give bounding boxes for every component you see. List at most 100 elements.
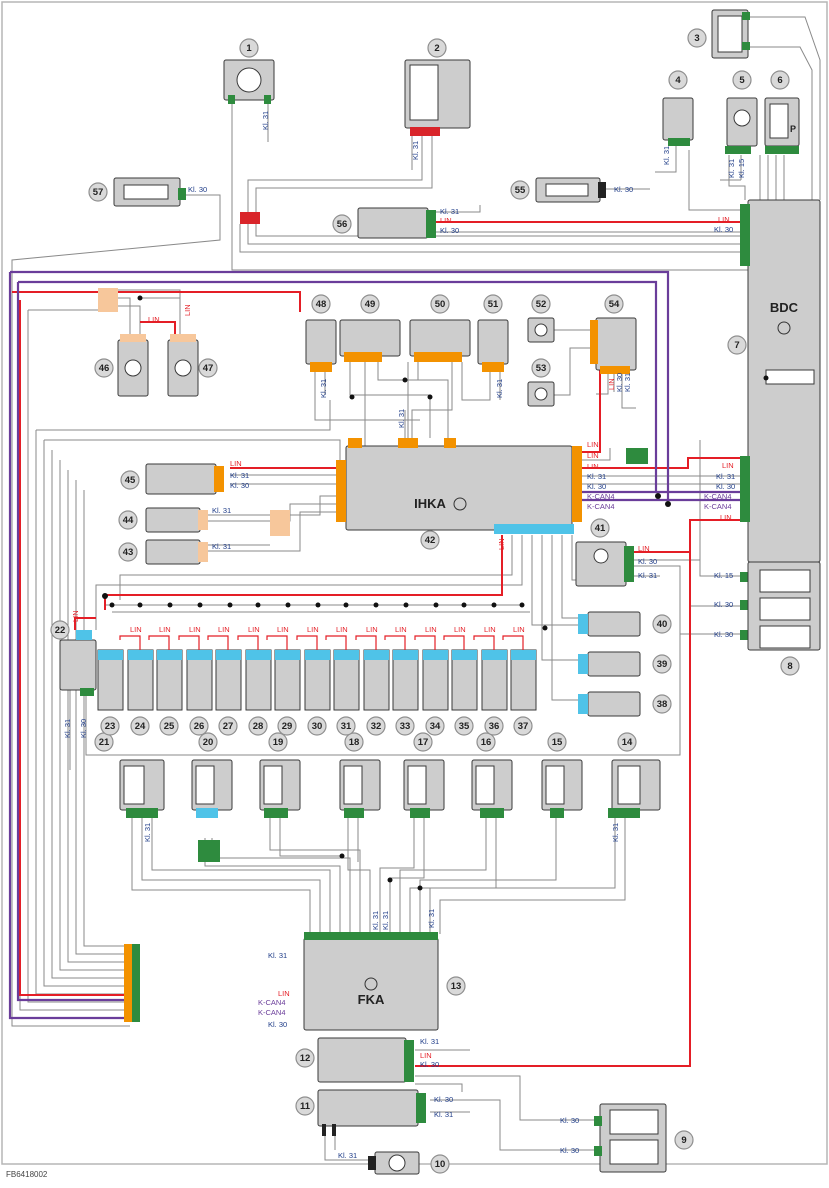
callout-number: 23 [105, 721, 116, 732]
label-kl31: Kl. 31 [143, 823, 152, 842]
label-lin: LIN [718, 215, 730, 224]
callout-17: 17 [413, 732, 433, 752]
label-lin: LIN [720, 513, 732, 522]
callout-number: 10 [435, 1159, 446, 1170]
callout-number: 42 [425, 535, 436, 546]
callout-number: 3 [694, 33, 699, 44]
callout-circle [547, 732, 567, 752]
label-lin: LIN [587, 440, 599, 449]
callout-circle [130, 716, 150, 736]
callout-number: 5 [739, 75, 745, 86]
label-lin: LIN [497, 538, 506, 550]
callout-circle [727, 335, 747, 355]
callout-circle [427, 38, 447, 58]
label-kl31: Kl. 31 [716, 472, 735, 481]
callout-number: 55 [515, 185, 526, 196]
callout-21: 21 [94, 732, 114, 752]
label-kl30: Kl. 30 [434, 1095, 453, 1104]
callout-48: 48 [311, 294, 331, 314]
callout-number: 48 [316, 299, 327, 310]
callout-circle [652, 694, 672, 714]
label-kl30: Kl. 30 [420, 1060, 439, 1069]
callout-circle [668, 70, 688, 90]
callout-circle [674, 1130, 694, 1150]
callout-number: 56 [337, 219, 348, 230]
label-lin: LIN [278, 989, 290, 998]
label-lin: LIN [248, 625, 260, 634]
callout-29: 29 [277, 716, 297, 736]
callout-3: 3 [687, 28, 707, 48]
label-kl31: Kl. 31 [338, 1151, 357, 1160]
callout-number: 36 [489, 721, 500, 732]
callout-37: 37 [513, 716, 533, 736]
callout-circle [295, 1048, 315, 1068]
callout-number: 6 [777, 75, 782, 86]
callout-47: 47 [198, 358, 218, 378]
label-lin: LIN [587, 462, 599, 471]
callout-41: 41 [590, 518, 610, 538]
callout-38: 38 [652, 694, 672, 714]
label-kcan4: K-CAN4 [587, 492, 615, 501]
callout-circle [425, 716, 445, 736]
callout-23: 23 [100, 716, 120, 736]
label-kl30: Kl. 30 [714, 225, 733, 234]
callout-number: 19 [273, 737, 284, 748]
pressure-label: P [790, 124, 796, 134]
callout-number: 22 [55, 625, 66, 636]
callout-6: 6 [770, 70, 790, 90]
callout-circle [687, 28, 707, 48]
callout-19: 19 [268, 732, 288, 752]
callout-circle [189, 716, 209, 736]
label-kcan4: K-CAN4 [258, 998, 286, 1007]
callout-circle [218, 716, 238, 736]
callout-4: 4 [668, 70, 688, 90]
label-kl30: Kl. 30 [716, 482, 735, 491]
callout-circle [770, 70, 790, 90]
label-kl31: Kl. 31 [611, 823, 620, 842]
callout-number: 15 [552, 737, 563, 748]
callout-number: 50 [435, 299, 446, 310]
label-kl15: Kl. 15 [737, 159, 746, 178]
label-kl31: Kl. 31 [381, 911, 390, 930]
callout-13: 13 [446, 976, 466, 996]
callout-number: 13 [451, 981, 462, 992]
callout-57: 57 [88, 182, 108, 202]
callout-circle [277, 716, 297, 736]
callout-56: 56 [332, 214, 352, 234]
callout-51: 51 [483, 294, 503, 314]
callout-circle [336, 716, 356, 736]
label-kl30: Kl. 30 [714, 630, 733, 639]
callout-circle [446, 976, 466, 996]
callout-circle [652, 654, 672, 674]
callout-circle [295, 1096, 315, 1116]
label-kl30: Kl. 30 [268, 1020, 287, 1029]
callout-number: 25 [164, 721, 175, 732]
ihka-module [345, 445, 573, 531]
callout-circle [268, 732, 288, 752]
callout-35: 35 [454, 716, 474, 736]
callout-number: 27 [223, 721, 234, 732]
callout-31: 31 [336, 716, 356, 736]
callout-number: 33 [400, 721, 411, 732]
label-lin: LIN [230, 459, 242, 468]
label-kl30: Kl. 30 [188, 185, 207, 194]
callout-circle [94, 358, 114, 378]
callout-circle [120, 470, 140, 490]
callout-number: 9 [681, 1135, 686, 1146]
label-kl31: Kl. 31 [268, 951, 287, 960]
callout-50: 50 [430, 294, 450, 314]
callout-circle [484, 716, 504, 736]
label-kl31: Kl. 31 [63, 719, 72, 738]
callout-number: 12 [300, 1053, 311, 1064]
wire-labels: Kl. 31 Kl. 31 Kl. 31 Kl. 31 Kl. 15 Kl. 3… [63, 111, 746, 1160]
callout-number: 29 [282, 721, 293, 732]
label-kcan4: K-CAN4 [258, 1008, 286, 1017]
callout-number: 31 [341, 721, 352, 732]
label-kl31: Kl. 31 [727, 159, 736, 178]
callout-28: 28 [248, 716, 268, 736]
callout-circle [395, 716, 415, 736]
callout-1: 1 [239, 38, 259, 58]
label-kl30: Kl. 30 [230, 481, 249, 490]
callout-number: 4 [675, 75, 681, 86]
